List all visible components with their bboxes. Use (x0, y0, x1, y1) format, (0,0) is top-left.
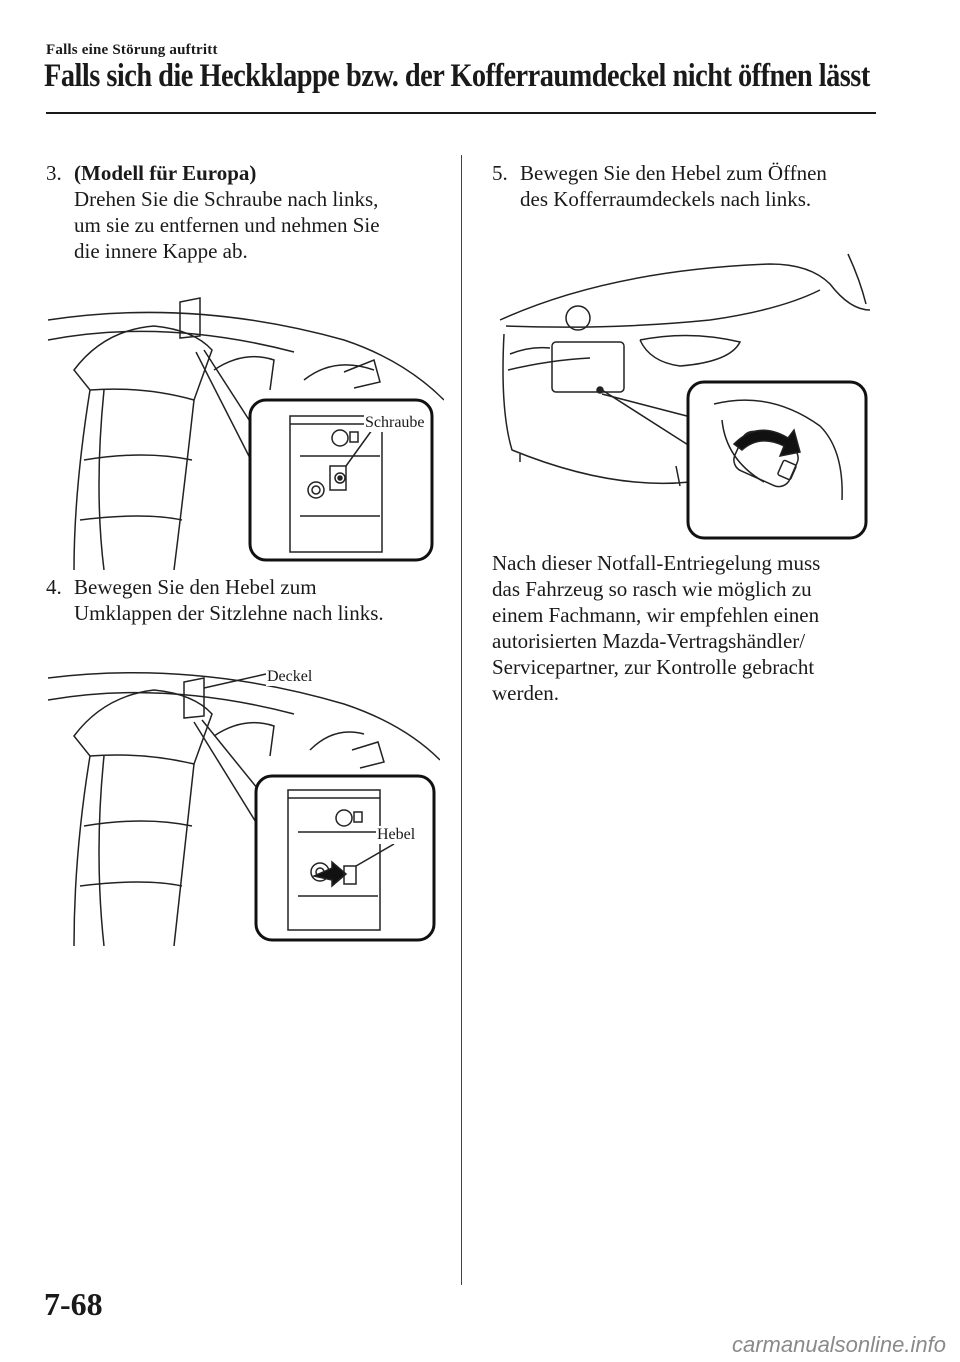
step-line: Bewegen Sie den Hebel zum Öffnen (520, 161, 827, 185)
note-line: werden. (492, 681, 560, 705)
seat-screw-figure: Schraube (44, 290, 445, 575)
step-line: des Kofferraumdeckels nach links. (520, 187, 812, 211)
section-label: Falls eine Störung auftritt (46, 42, 218, 58)
callout-schraube: Schraube (364, 414, 426, 432)
step-number: 3. (46, 161, 62, 185)
step-number: 4. (46, 575, 62, 599)
note-line: Nach dieser Notfall-Entriegelung muss (492, 551, 821, 575)
step-line: Umklappen der Sitzlehne nach links. (74, 601, 384, 625)
post-release-note: Nach dieser Notfall-Entriegelung muss da… (492, 550, 820, 706)
step-line: um sie zu entfernen und nehmen Sie (74, 213, 380, 237)
step-3: 3. (Modell für Europa) Drehen Sie die Sc… (46, 160, 380, 264)
site-watermark: carmanualsonline.info (731, 1332, 946, 1357)
step-line: Bewegen Sie den Hebel zum (74, 575, 317, 599)
seat-lever-figure: Deckel Hebel (44, 664, 441, 951)
step-5: 5. Bewegen Sie den Hebel zum Öffnen des … (492, 160, 827, 212)
note-line: das Fahrzeug so rasch wie möglich zu (492, 577, 812, 601)
seat-screw-illustration (47, 297, 445, 571)
page-number: 7-68 (44, 1286, 103, 1322)
seat-lever-illustration (47, 672, 441, 947)
step-number: 5. (492, 161, 508, 185)
column-divider (461, 155, 462, 1285)
step-4: 4. Bewegen Sie den Hebel zum Umklappen d… (46, 574, 384, 626)
note-line: autorisierten Mazda-Vertragshändler/ (492, 629, 806, 653)
page-title: Falls sich die Heckklappe bzw. der Koffe… (44, 58, 870, 94)
note-line: einem Fachmann, wir empfehlen einen (492, 603, 820, 627)
title-rule (46, 112, 876, 114)
callout-hebel: Hebel (376, 826, 417, 844)
step-line: die innere Kappe ab. (74, 239, 248, 263)
callout-deckel: Deckel (266, 668, 314, 686)
step-heading: (Modell für Europa) (74, 161, 257, 185)
trunk-lever-illustration (499, 253, 871, 540)
note-line: Servicepartner, zur Kontrolle gebracht (492, 655, 815, 679)
step-line: Drehen Sie die Schraube nach links, (74, 187, 379, 211)
trunk-lever-figure (490, 250, 871, 547)
